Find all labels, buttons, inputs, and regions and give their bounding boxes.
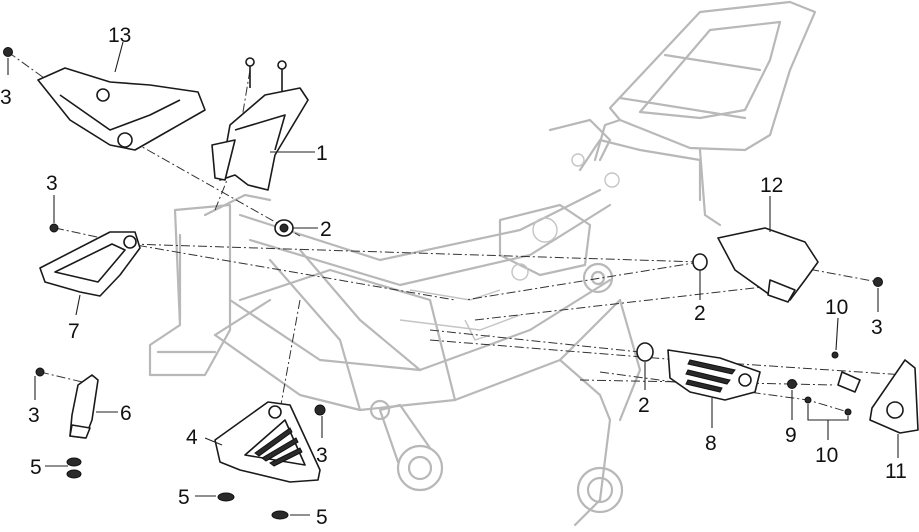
callout-5-bottom-right: 5 xyxy=(316,506,328,529)
part-6-bracket xyxy=(35,367,99,439)
callout-3-mid-left: 3 xyxy=(28,404,40,427)
callout-6: 6 xyxy=(120,402,132,425)
callout-3-right: 3 xyxy=(871,316,883,339)
callout-4: 4 xyxy=(186,426,198,449)
callout-10-bottom: 10 xyxy=(815,444,838,467)
part-3-bolt-bottom xyxy=(314,404,326,416)
part-2-grommet-right xyxy=(692,253,708,271)
part-3-bolt-top-left xyxy=(3,47,13,57)
callout-5-bottom-left: 5 xyxy=(178,486,190,509)
part-11-right-bracket xyxy=(837,359,919,434)
part-8-heat-shield xyxy=(667,349,761,401)
callout-13: 13 xyxy=(108,24,131,47)
callout-7: 7 xyxy=(68,320,80,343)
part-10-clips xyxy=(804,351,852,416)
callout-12: 12 xyxy=(760,174,783,197)
part-3-bolt-left xyxy=(49,223,59,233)
callout-5-left: 5 xyxy=(30,456,42,479)
callout-10-top: 10 xyxy=(825,296,848,319)
callout-11: 11 xyxy=(885,460,907,483)
callout-3-top-left: 3 xyxy=(0,86,12,109)
part-1-cowl-bracket xyxy=(211,57,309,191)
callout-8: 8 xyxy=(705,432,717,455)
part-3-bolt-right xyxy=(873,277,883,287)
callout-2-right: 2 xyxy=(694,302,706,325)
callout-2-top: 2 xyxy=(320,218,332,241)
part-4-footrest-plate xyxy=(214,401,321,483)
motorcycle-frame xyxy=(148,0,817,527)
callout-3-bottom: 3 xyxy=(316,444,328,467)
part-7-side-panel xyxy=(39,231,141,297)
callout-3-left: 3 xyxy=(46,172,58,195)
part-12-right-cowl xyxy=(717,227,819,303)
callout-9: 9 xyxy=(785,424,797,447)
part-2-grommet-mid xyxy=(636,342,654,362)
callout-2-mid: 2 xyxy=(638,394,650,417)
part-5-damper-bottom xyxy=(217,492,289,520)
callout-labels: 13 3 1 2 3 7 12 2 3 10 2 8 9 10 11 3 6 5… xyxy=(0,24,907,529)
part-5-damper-left xyxy=(66,457,82,479)
part-9-bolt xyxy=(787,379,797,389)
part-13-side-cover xyxy=(37,67,206,151)
callout-1: 1 xyxy=(316,142,328,165)
leader-lines xyxy=(7,41,899,516)
part-2-grommet-top xyxy=(274,219,294,237)
